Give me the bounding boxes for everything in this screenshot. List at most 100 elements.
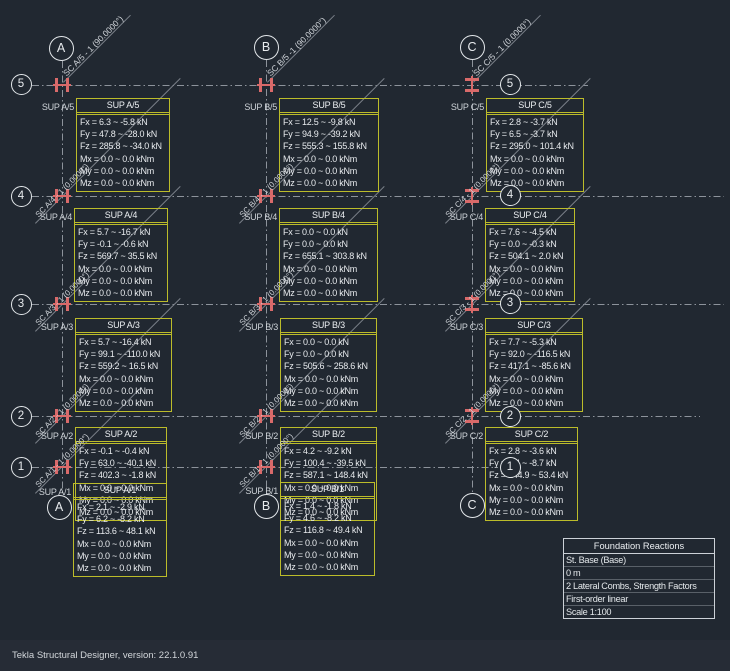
grid-bubble[interactable]: A	[46, 494, 72, 520]
support-table-header: SUP B/3	[281, 319, 376, 333]
reaction-line: My = 0.0 ~ 0.0 kNm	[283, 165, 358, 176]
support-marker[interactable]	[257, 460, 275, 474]
reaction-line: Fz = 285.8 ~ -34.0 kN	[80, 141, 162, 152]
reaction-line: My = 0.0 ~ 0.0 kNm	[489, 275, 564, 286]
app-version-text: Tekla Structural Designer, version: 22.1…	[12, 650, 199, 661]
support-table-header: SUP C/5	[487, 99, 583, 113]
support-marker[interactable]	[257, 78, 275, 92]
foundation-reactions-legend[interactable]: Foundation Reactions St. Base (Base) 0 m…	[563, 538, 715, 619]
legend-title: Foundation Reactions	[564, 539, 714, 554]
grid-bubble[interactable]: C	[459, 492, 485, 518]
reaction-line: My = 0.0 ~ 0.0 kNm	[284, 494, 359, 505]
support-label: SUP A/5	[41, 102, 74, 112]
grid-bubble[interactable]: 5	[499, 73, 521, 95]
reaction-line: Mz = 0.0 ~ 0.0 kNm	[284, 506, 359, 517]
reaction-line: Fz = 295.0 ~ 101.4 kN	[490, 141, 574, 152]
drawing-canvas[interactable]: Foundation Reactions St. Base (Base) 0 m…	[0, 0, 730, 640]
reaction-line: Fx = 2.8 ~ -3.6 kN	[489, 446, 557, 456]
support-label: SUP A/2	[40, 431, 73, 441]
reaction-line: Fy = 63.0 ~ -40.1 kN	[79, 458, 157, 469]
reaction-line: Mz = 0.0 ~ 0.0 kNm	[79, 397, 154, 408]
grid-bubble[interactable]: A	[48, 35, 74, 61]
reaction-line: My = 0.0 ~ 0.0 kNm	[489, 385, 564, 396]
reaction-line: Mz = 0.0 ~ 0.0 kNm	[283, 287, 358, 298]
reaction-line: Fy = 4.4 ~ -8.7 kN	[489, 458, 557, 469]
reaction-line: Mx = 0.0 ~ 0.0 kNm	[284, 373, 359, 384]
support-marker[interactable]	[465, 187, 479, 205]
reaction-line: Mx = 0.0 ~ 0.0 kNm	[284, 537, 359, 548]
grid-bubble[interactable]: 3	[499, 292, 521, 314]
grid-bubble[interactable]: 4	[499, 184, 521, 206]
reaction-line: Fy = 94.9 ~ -39.2 kN	[283, 129, 361, 140]
reaction-line: Mz = 0.0 ~ 0.0 kNm	[490, 177, 565, 188]
support-marker[interactable]	[465, 407, 479, 425]
grid-bubble[interactable]: 3	[10, 293, 32, 315]
reaction-line: Mx = 0.0 ~ 0.0 kNm	[489, 482, 564, 493]
grid-bubble[interactable]: 5	[10, 73, 32, 95]
reaction-line: Mz = 0.0 ~ 0.0 kNm	[283, 177, 358, 188]
reaction-line: Mz = 0.0 ~ 0.0 kNm	[284, 561, 359, 572]
reaction-line: Fz = 144.9 ~ 53.4 kN	[489, 470, 569, 481]
grid-bubble[interactable]: 1	[499, 456, 521, 478]
reaction-line: Fx = 6.3 ~ -5.8 kN	[80, 117, 148, 127]
support-table-header: SUP C/3	[486, 319, 582, 333]
reaction-line: My = 0.0 ~ 0.0 kNm	[284, 549, 359, 560]
support-marker[interactable]	[53, 409, 71, 423]
reaction-line: My = 0.0 ~ 0.0 kNm	[284, 385, 359, 396]
support-marker[interactable]	[257, 189, 275, 203]
legend-row: 2 Lateral Combs, Strength Factors	[564, 580, 714, 593]
legend-row: St. Base (Base)	[564, 554, 714, 567]
reaction-line: My = 0.0 ~ 0.0 kNm	[79, 385, 154, 396]
reaction-line: Fx = 7.6 ~ -4.5 kN	[489, 227, 557, 237]
support-table[interactable]: SUP C/5 Fx = 2.8 ~ -3.7 kN Fy = 6.5 ~ -3.7…	[486, 98, 584, 193]
reaction-line: Fy = 0.0 ~ 0.0 kN	[284, 349, 349, 360]
support-marker[interactable]	[53, 460, 71, 474]
support-marker[interactable]	[465, 76, 479, 94]
reaction-line: Fy = -0.1 ~ -0.6 kN	[78, 239, 149, 250]
reaction-line: Fy = 100.4 ~ -39.5 kN	[284, 458, 366, 469]
reaction-line: Fx = 2.8 ~ -3.7 kN	[490, 117, 558, 127]
grid-bubble[interactable]: 4	[10, 185, 32, 207]
support-marker[interactable]	[53, 297, 71, 311]
reaction-line: Fx = -0.1 ~ -0.4 kN	[79, 446, 150, 456]
support-label: SUP A/1	[38, 487, 71, 497]
reaction-line: Fx = 1.4 ~ -1.8 kN	[284, 501, 352, 511]
reaction-line: My = 0.0 ~ 0.0 kNm	[78, 275, 153, 286]
support-table[interactable]: SUP C/2 Fx = 2.8 ~ -3.6 kN Fy = 4.4 ~ -8.7…	[485, 427, 578, 522]
support-marker[interactable]	[53, 78, 71, 92]
support-table-header: SUP B/1	[281, 483, 374, 497]
support-label: SUP B/3	[245, 322, 278, 332]
support-marker[interactable]	[257, 409, 275, 423]
legend-scale: Scale 1:100	[566, 607, 612, 617]
grid-bubble[interactable]: C	[459, 34, 485, 60]
support-table-header: SUP C/2	[486, 428, 577, 442]
support-label: SUP C/5	[450, 102, 484, 112]
support-marker[interactable]	[465, 295, 479, 313]
grid-bubble[interactable]: B	[253, 493, 279, 519]
gridline-vertical	[62, 61, 63, 494]
grid-bubble[interactable]: 1	[10, 456, 32, 478]
reaction-line: Mz = 0.0 ~ 0.0 kNm	[489, 287, 564, 298]
support-marker[interactable]	[257, 297, 275, 311]
reaction-line: Fy = 6.5 ~ -3.7 kN	[490, 129, 558, 140]
reaction-line: My = 0.0 ~ 0.0 kNm	[77, 550, 152, 561]
gridline-horizontal	[32, 196, 724, 197]
reaction-line: Fx = 2.1 ~ -2.9 kN	[77, 502, 145, 512]
support-label: SUP C/4	[449, 212, 483, 222]
grid-bubble[interactable]: B	[253, 34, 279, 60]
grid-bubble[interactable]: 2	[499, 405, 521, 427]
support-marker[interactable]	[53, 189, 71, 203]
reaction-line: Mz = 0.0 ~ 0.0 kNm	[489, 506, 564, 517]
grid-bubble[interactable]: 2	[10, 405, 32, 427]
